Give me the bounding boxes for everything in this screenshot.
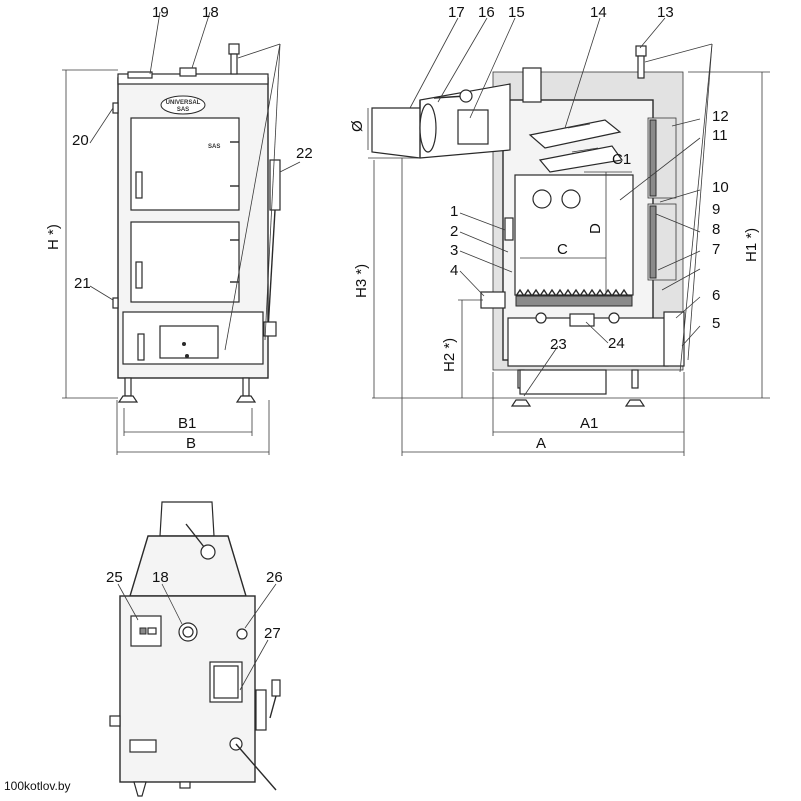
- dim-A1: A1: [580, 415, 598, 432]
- callout-18-rear: 18: [152, 569, 169, 586]
- callout-4: 4: [450, 262, 458, 279]
- callout-2: 2: [450, 223, 458, 240]
- callout-6: 6: [712, 287, 720, 304]
- callout-15: 15: [508, 4, 525, 21]
- nameplate: [130, 615, 162, 647]
- door-mark: SAS: [208, 144, 220, 150]
- callout-24: 24: [608, 335, 625, 352]
- dim-B: B: [186, 435, 196, 452]
- callout-5: 5: [712, 315, 720, 332]
- callout-13: 13: [657, 4, 674, 21]
- callout-12: 12: [712, 108, 729, 125]
- callout-21: 21: [74, 275, 91, 292]
- dim-C: C: [557, 241, 568, 258]
- callout-27: 27: [264, 625, 281, 642]
- dim-phi: Ø: [349, 120, 366, 132]
- callout-1: 1: [450, 203, 458, 220]
- watermark: 100kotlov.by: [4, 779, 71, 793]
- callout-19: 19: [152, 4, 169, 21]
- callout-9: 9: [712, 201, 720, 218]
- middle-door[interactable]: [130, 221, 240, 303]
- upper-door[interactable]: [130, 117, 240, 211]
- callout-7: 7: [712, 241, 720, 258]
- logo-text: UNIVERSAL: [166, 100, 201, 106]
- callout-26: 26: [266, 569, 283, 586]
- dim-A: A: [536, 435, 546, 452]
- flue-pipe: [371, 83, 511, 159]
- callout-11: 11: [712, 127, 728, 144]
- callout-8: 8: [712, 221, 720, 238]
- callout-17: 17: [448, 4, 465, 21]
- callout-3: 3: [450, 242, 458, 259]
- callout-20: 20: [72, 132, 89, 149]
- dim-H2: H2 *): [441, 338, 458, 372]
- rear-view: 25 18 26 27: [106, 501, 283, 797]
- dim-H1: H1 *): [743, 228, 760, 262]
- callout-14: 14: [590, 4, 607, 21]
- callout-16: 16: [478, 4, 495, 21]
- callout-22: 22: [296, 145, 313, 162]
- front-view: UNIVERSAL SAS SAS: [45, 4, 313, 455]
- callout-18: 18: [202, 4, 219, 21]
- callout-25: 25: [106, 569, 123, 586]
- dim-D: D: [587, 223, 604, 234]
- dim-B1: B1: [178, 415, 196, 432]
- callout-10: 10: [712, 179, 729, 196]
- dim-H: H *): [45, 224, 62, 250]
- dim-H3: H3 *): [353, 264, 370, 298]
- logo-sub: SAS: [177, 107, 189, 113]
- dim-C1: C1: [612, 151, 631, 168]
- section-view: C D C1 Ø H1 *) H3 *) H2 *) A1 A: [349, 4, 770, 456]
- callout-23: 23: [550, 336, 567, 353]
- logo-plate: UNIVERSAL SAS: [160, 95, 206, 115]
